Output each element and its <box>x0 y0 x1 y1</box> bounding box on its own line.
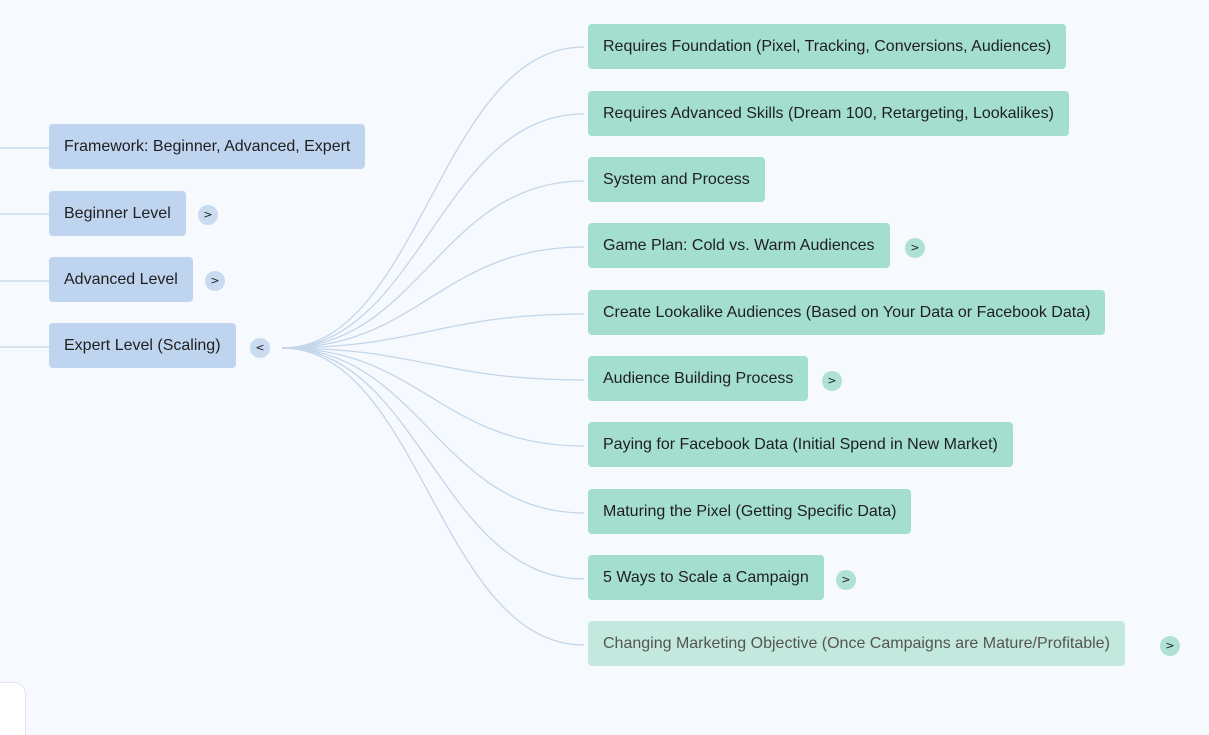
node-label: Advanced Level <box>64 271 178 288</box>
node-label: Requires Foundation (Pixel, Tracking, Co… <box>603 38 1052 55</box>
node-advanced-level[interactable]: Advanced Level <box>49 257 193 302</box>
node-game-plan[interactable]: Game Plan: Cold vs. Warm Audiences <box>588 223 890 268</box>
node-expert-level[interactable]: Expert Level (Scaling) <box>49 323 236 368</box>
chevron-left-icon: < <box>255 341 265 354</box>
expand-toggle-audience-building[interactable]: > <box>822 371 842 391</box>
node-label: Audience Building Process <box>603 370 794 387</box>
connector-line <box>281 46 585 349</box>
node-label: Requires Advanced Skills (Dream 100, Ret… <box>603 105 1054 122</box>
node-system-and-process[interactable]: System and Process <box>588 157 765 202</box>
expand-toggle-beginner-level[interactable]: > <box>198 205 218 225</box>
chevron-right-icon: > <box>1165 639 1175 652</box>
node-label: System and Process <box>603 171 750 188</box>
expand-toggle-game-plan[interactable]: > <box>905 238 925 258</box>
node-audience-building-process[interactable]: Audience Building Process <box>588 356 809 401</box>
node-label: Create Lookalike Audiences (Based on You… <box>603 304 1091 321</box>
node-create-lookalike-audiences[interactable]: Create Lookalike Audiences (Based on You… <box>588 290 1106 335</box>
connector-line <box>281 347 585 646</box>
node-label: Framework: Beginner, Advanced, Expert <box>64 138 351 155</box>
chevron-right-icon: > <box>203 208 213 221</box>
node-maturing-the-pixel[interactable]: Maturing the Pixel (Getting Specific Dat… <box>588 489 912 534</box>
connector-line <box>281 347 585 514</box>
node-framework[interactable]: Framework: Beginner, Advanced, Expert <box>49 124 366 169</box>
node-label: 5 Ways to Scale a Campaign <box>603 569 809 586</box>
expand-toggle-advanced-level[interactable]: > <box>205 271 225 291</box>
node-requires-foundation[interactable]: Requires Foundation (Pixel, Tracking, Co… <box>588 24 1067 69</box>
node-label: Game Plan: Cold vs. Warm Audiences <box>603 237 875 254</box>
node-label: Changing Marketing Objective (Once Campa… <box>603 635 1110 652</box>
node-paying-for-facebook-data[interactable]: Paying for Facebook Data (Initial Spend … <box>588 422 1013 467</box>
node-five-ways-to-scale[interactable]: 5 Ways to Scale a Campaign <box>588 555 824 600</box>
connector-line <box>281 313 585 349</box>
node-label: Expert Level (Scaling) <box>64 337 221 354</box>
connector-line <box>281 113 585 349</box>
connector-line <box>281 347 585 447</box>
node-label: Maturing the Pixel (Getting Specific Dat… <box>603 503 897 520</box>
connector-line <box>281 347 585 381</box>
connector-line <box>281 180 585 349</box>
expand-toggle-five-ways[interactable]: > <box>836 570 856 590</box>
node-label: Beginner Level <box>64 205 171 222</box>
node-beginner-level[interactable]: Beginner Level <box>49 191 186 236</box>
corner-panel <box>0 682 26 735</box>
collapse-toggle-expert-level[interactable]: < <box>250 338 270 358</box>
chevron-right-icon: > <box>910 241 920 254</box>
node-requires-advanced-skills[interactable]: Requires Advanced Skills (Dream 100, Ret… <box>588 91 1069 136</box>
chevron-right-icon: > <box>827 374 837 387</box>
expand-toggle-changing-objective[interactable]: > <box>1160 636 1180 656</box>
node-changing-marketing-objective[interactable]: Changing Marketing Objective (Once Campa… <box>588 621 1125 666</box>
connector-line <box>281 347 585 580</box>
node-label: Paying for Facebook Data (Initial Spend … <box>603 436 998 453</box>
chevron-right-icon: > <box>210 274 220 287</box>
chevron-right-icon: > <box>841 573 851 586</box>
connector-line <box>281 246 585 349</box>
